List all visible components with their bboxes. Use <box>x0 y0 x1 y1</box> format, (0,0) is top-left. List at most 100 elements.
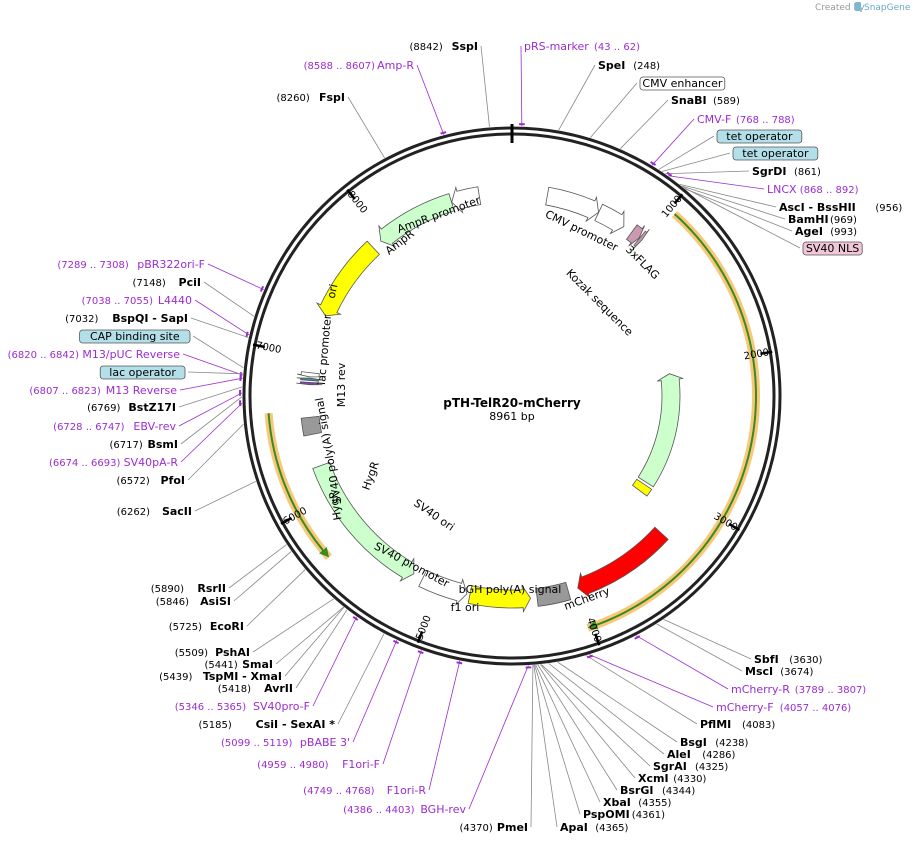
leader-line <box>352 640 398 743</box>
site-pbabe-3[interactable]: pBABE 3'(5099 .. 5119) <box>221 736 350 749</box>
site-bstz17i[interactable]: BstZ17I(6769) <box>87 401 176 414</box>
leader-line <box>589 654 714 708</box>
feature-lac-operator[interactable] <box>296 377 323 382</box>
feature-lac-promoter[interactable] <box>297 371 324 378</box>
site-pflmi[interactable]: PflMI(4083) <box>700 718 775 731</box>
feature-sv40-ori[interactable] <box>631 478 653 497</box>
site-asisi[interactable]: AsiSI(5846) <box>156 595 231 608</box>
feature-ampr[interactable] <box>378 193 455 248</box>
feature-label-bgh-poly-a-signal: bGH poly(A) signal <box>459 583 562 596</box>
site-position: (4386 .. 4403) <box>343 805 415 816</box>
leader-line <box>194 480 257 512</box>
outer-features <box>264 211 761 632</box>
site-sv40pro-f[interactable]: SV40pro-F(5346 .. 5365) <box>175 700 310 713</box>
site-position: (5890) <box>151 584 184 595</box>
feature-cmv-promoter[interactable] <box>594 203 625 235</box>
site-name: mCherry-F <box>716 701 774 714</box>
site-rsrii[interactable]: RsrII(5890) <box>151 582 226 595</box>
site-xcmi[interactable]: XcmI(4330) <box>638 772 707 785</box>
site-bsmi[interactable]: BsmI(6717) <box>110 438 178 451</box>
site-tspmi-xmai[interactable]: TspMI - XmaI(5439) <box>159 670 282 683</box>
site-ebv-rev[interactable]: EBV-rev(6728 .. 6747) <box>53 420 176 433</box>
site-lncx[interactable]: LNCX(868 .. 892) <box>767 183 859 196</box>
site-cmv-f[interactable]: CMV-F(768 .. 788) <box>697 113 795 126</box>
site-bamhi[interactable]: BamHI(969) <box>788 213 857 226</box>
feature-hygr[interactable] <box>637 373 684 488</box>
primer-mark <box>352 615 359 621</box>
leader-line <box>233 551 292 602</box>
site-sv40-nls[interactable]: SV40 NLS <box>802 241 863 256</box>
site-csii-sexai[interactable]: CsiI - SexAI *(5185) <box>199 718 336 731</box>
site-position: (3630) <box>789 655 822 666</box>
site-msci[interactable]: MscI(3674) <box>745 665 814 678</box>
site-m13-puc-reverse[interactable]: M13/pUC Reverse(6820 .. 6842) <box>8 348 181 361</box>
site-tet-operator[interactable]: tet operator <box>732 146 819 161</box>
site-position: (4355) <box>638 798 671 809</box>
feature-ori[interactable] <box>315 240 380 317</box>
site-apai[interactable]: ApaI(4365) <box>560 821 629 834</box>
feature-name: SV40 NLS <box>806 242 859 255</box>
feature-label-hygr: HygR <box>327 490 345 522</box>
site-pfoi[interactable]: PfoI(6572) <box>117 474 185 487</box>
site-name: AvrII <box>264 682 293 695</box>
site-fspi[interactable]: FspI(8260) <box>277 91 345 104</box>
site-avrii[interactable]: AvrII(5418) <box>218 682 293 695</box>
site-agei[interactable]: AgeI(993) <box>795 225 857 238</box>
site-bsrgi[interactable]: BsrGI(4344) <box>620 784 695 797</box>
site-tet-operator[interactable]: tet operator <box>716 129 803 144</box>
site-pmei[interactable]: PmeI(4370) <box>460 821 528 834</box>
feature-mcherry[interactable] <box>577 526 669 599</box>
site-smai[interactable]: SmaI(5441) <box>205 658 273 671</box>
site-bsgi[interactable]: BsgI(4238) <box>680 736 749 749</box>
site-pcii[interactable]: PciI(7148) <box>133 276 201 289</box>
site-bspqi-sapi[interactable]: BspQI - SapI(7032) <box>65 312 188 325</box>
feature-ampr-promoter[interactable] <box>451 185 482 214</box>
site-m13-reverse[interactable]: M13 Reverse(6807 .. 6823) <box>29 384 177 397</box>
site-lac-operator[interactable]: lac operator <box>99 365 186 380</box>
site-prs-marker[interactable]: pRS-marker(43 .. 62) <box>524 40 640 53</box>
site-name: PshAI <box>215 646 250 659</box>
site-pbr322ori-f[interactable]: pBR322ori-F(7289 .. 7308) <box>57 258 205 271</box>
leader-line <box>537 664 618 791</box>
feature-m13-rev[interactable] <box>296 381 323 386</box>
site-cap-binding-site[interactable]: CAP binding site <box>79 329 191 344</box>
site-sgrai[interactable]: SgrAI(4325) <box>653 760 728 773</box>
site-mcherry-r[interactable]: mCherry-R(3789 .. 3807) <box>731 683 866 696</box>
site-cmv-enhancer[interactable]: CMV enhancer <box>639 76 726 91</box>
site-pspomi[interactable]: PspOMI(4361) <box>583 808 665 821</box>
site-mcherry-f[interactable]: mCherry-F(4057 .. 4076) <box>716 701 851 714</box>
leader-line <box>178 392 243 427</box>
leader-line <box>252 598 334 653</box>
site-xbai[interactable]: XbaI(4355) <box>603 796 672 809</box>
feature-sv40-promoter[interactable] <box>418 569 468 606</box>
site-amp-r[interactable]: Amp-R(8588 .. 8607) <box>304 59 415 72</box>
site-name: AleI <box>667 748 691 761</box>
leader-line <box>187 423 244 481</box>
site-name: AsiSI <box>200 595 231 608</box>
site-snabi[interactable]: SnaBI(589) <box>671 94 740 107</box>
feature-3xflag[interactable] <box>625 224 645 247</box>
site-f1ori-f[interactable]: F1ori-F(4959 .. 4980) <box>257 758 380 771</box>
feature-cmv-enhancer[interactable] <box>545 186 599 223</box>
site-alei[interactable]: AleI(4286) <box>667 748 736 761</box>
site-sv40pa-r[interactable]: SV40pA-R(6674 .. 6693) <box>49 456 178 469</box>
feature-hygr[interactable] <box>312 461 415 582</box>
site-bgh-rev[interactable]: BGH-rev(4386 .. 4403) <box>343 803 466 816</box>
leader-line <box>178 386 243 408</box>
feature-sv40-nls[interactable] <box>632 229 650 250</box>
feature-f1-ori[interactable] <box>467 584 532 614</box>
site-pshai[interactable]: PshAI(5509) <box>175 646 250 659</box>
site-sbfi[interactable]: SbfI(3630) <box>754 653 823 666</box>
site-sgrdi[interactable]: SgrDI(861) <box>752 165 821 178</box>
site-asci-bsshii[interactable]: AscI - BssHII(956) <box>779 201 902 214</box>
site-sacii[interactable]: SacII(6262) <box>117 505 192 518</box>
site-spei[interactable]: SpeI(248) <box>598 59 660 72</box>
site-name: SgrDI <box>752 165 786 178</box>
site-ecori[interactable]: EcoRI(5725) <box>169 620 244 633</box>
feature-sv40-poly-a-signal[interactable] <box>300 415 322 437</box>
feature-bgh-poly-a-signal[interactable] <box>535 581 572 607</box>
site-f1ori-r[interactable]: F1ori-R(4749 .. 4768) <box>303 784 426 797</box>
site-l4440[interactable]: L4440(7038 .. 7055) <box>82 294 192 307</box>
site-sspi[interactable]: SspI(8842) <box>410 40 478 53</box>
